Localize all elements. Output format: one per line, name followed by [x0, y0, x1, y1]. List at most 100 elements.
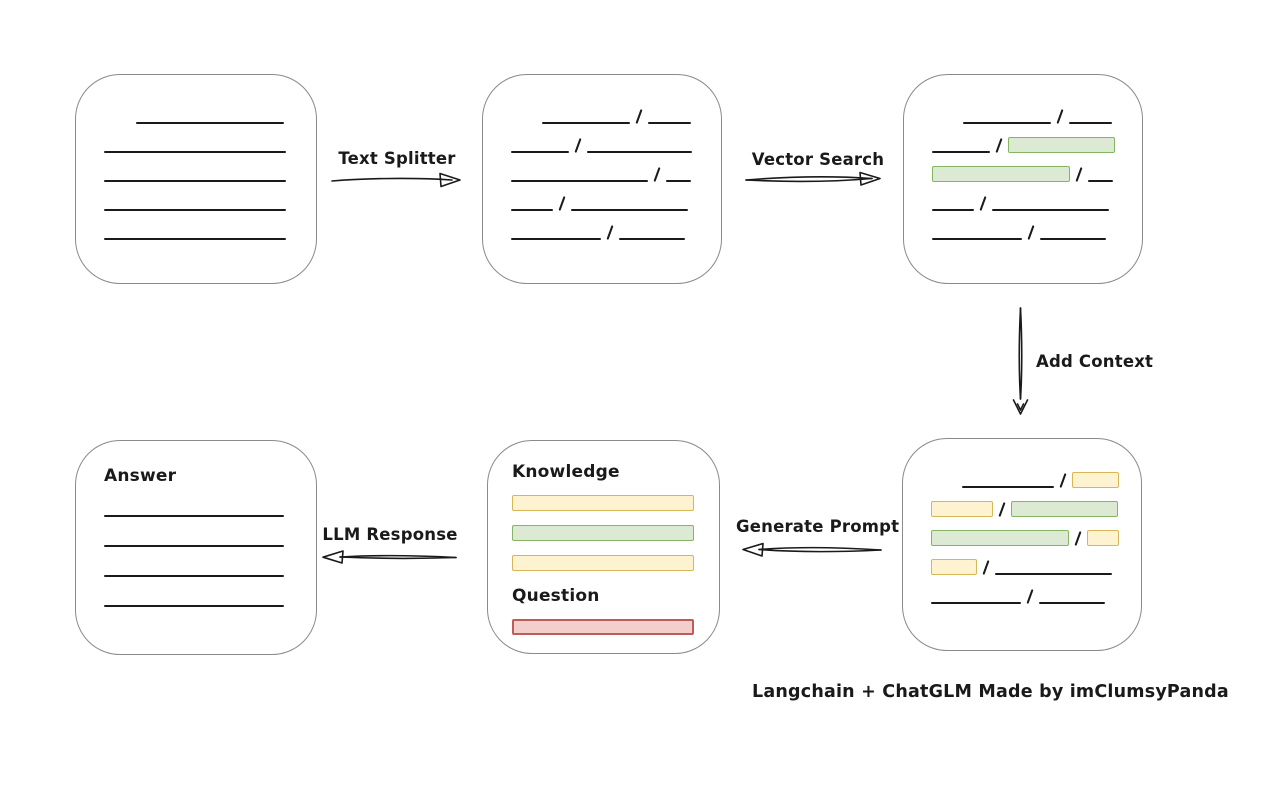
text-line	[619, 238, 685, 240]
text-row	[932, 124, 1142, 153]
answer-box: Answer	[75, 440, 317, 655]
text-line	[511, 209, 553, 211]
text-splitter-label: Text Splitter	[338, 149, 456, 168]
vector-search-label: Vector Search	[751, 150, 885, 169]
text-row	[931, 517, 1141, 546]
text-row	[104, 95, 316, 124]
slash-separator	[1074, 531, 1082, 546]
text-row	[104, 487, 316, 517]
text-line	[932, 151, 990, 153]
text-line	[136, 122, 284, 124]
slash-separator	[995, 138, 1003, 153]
text-line	[666, 180, 691, 182]
green-highlight-chunk	[931, 530, 1069, 546]
text-row	[104, 153, 316, 182]
text-row	[104, 547, 316, 577]
text-line	[1039, 602, 1105, 604]
text-line	[992, 209, 1109, 211]
red-bar	[512, 619, 694, 635]
slash-separator	[635, 109, 643, 124]
slash-separator	[558, 196, 566, 211]
indent-space	[511, 123, 542, 124]
text-line	[932, 209, 974, 211]
text-row	[932, 182, 1142, 211]
add-context-arrow	[1012, 307, 1029, 415]
text-line	[104, 515, 284, 517]
slash-separator	[653, 167, 661, 182]
text-row	[932, 211, 1142, 240]
text-line	[963, 122, 1051, 124]
yellow-bar	[512, 555, 694, 571]
yellow-highlight-chunk	[1087, 530, 1119, 546]
slash-separator	[1056, 109, 1064, 124]
text-line	[931, 602, 1021, 604]
text-line	[511, 238, 601, 240]
text-row	[931, 575, 1141, 604]
text-line	[1069, 122, 1112, 124]
yellow-highlight-chunk	[1072, 472, 1119, 488]
slash-separator	[979, 196, 987, 211]
text-line	[104, 545, 284, 547]
text-line	[1040, 238, 1106, 240]
yellow-highlight-chunk	[931, 501, 993, 517]
text-line	[542, 122, 630, 124]
generate-prompt-arrow	[742, 542, 882, 557]
text-line	[104, 238, 286, 240]
indent-space	[931, 487, 962, 488]
text-line	[104, 151, 286, 153]
yellow-bar	[512, 495, 694, 511]
answer-label: Answer	[104, 466, 177, 486]
slash-separator	[574, 138, 582, 153]
text-line	[104, 180, 286, 182]
text-line	[511, 180, 648, 182]
slash-separator	[1027, 225, 1035, 240]
text-row	[104, 577, 316, 607]
text-row	[931, 546, 1141, 575]
question-label: Question	[512, 586, 600, 606]
text-row	[511, 182, 721, 211]
text-row	[511, 124, 721, 153]
green-highlight-chunk	[1011, 501, 1118, 517]
indent-space	[932, 123, 963, 124]
green-highlight-chunk	[932, 166, 1070, 182]
slash-separator	[998, 502, 1006, 517]
green-highlight-chunk	[1008, 137, 1115, 153]
text-row	[511, 211, 721, 240]
vector-matched-chunks-box	[903, 74, 1143, 284]
text-line	[511, 151, 569, 153]
text-splitter-arrow	[331, 172, 461, 188]
text-row	[511, 95, 721, 124]
text-line	[104, 605, 284, 607]
slash-separator	[1026, 589, 1034, 604]
text-row	[511, 153, 721, 182]
split-chunks-box	[482, 74, 722, 284]
text-line	[1088, 180, 1113, 182]
credit-caption: Langchain + ChatGLM Made by imClumsyPand…	[752, 682, 1229, 702]
text-line	[648, 122, 691, 124]
add-context-label: Add Context	[1036, 352, 1154, 371]
indent-space	[104, 123, 136, 124]
slash-separator	[982, 560, 990, 575]
text-row	[931, 459, 1141, 488]
answer-lines	[104, 487, 316, 607]
text-line	[995, 573, 1112, 575]
llm-response-arrow	[322, 550, 457, 564]
text-line	[932, 238, 1022, 240]
generate-prompt-label: Generate Prompt	[736, 517, 900, 536]
knowledge-label: Knowledge	[512, 462, 620, 482]
text-line	[962, 486, 1054, 488]
vector-search-arrow	[745, 171, 881, 186]
context-chunks-box	[902, 438, 1142, 651]
text-row	[104, 211, 316, 240]
green-bar	[512, 525, 694, 541]
text-line	[571, 209, 688, 211]
slash-separator	[606, 225, 614, 240]
text-line	[104, 209, 286, 211]
text-row	[931, 488, 1141, 517]
source-document-box	[75, 74, 317, 284]
text-line	[104, 575, 284, 577]
text-row	[104, 182, 316, 211]
yellow-highlight-chunk	[931, 559, 977, 575]
